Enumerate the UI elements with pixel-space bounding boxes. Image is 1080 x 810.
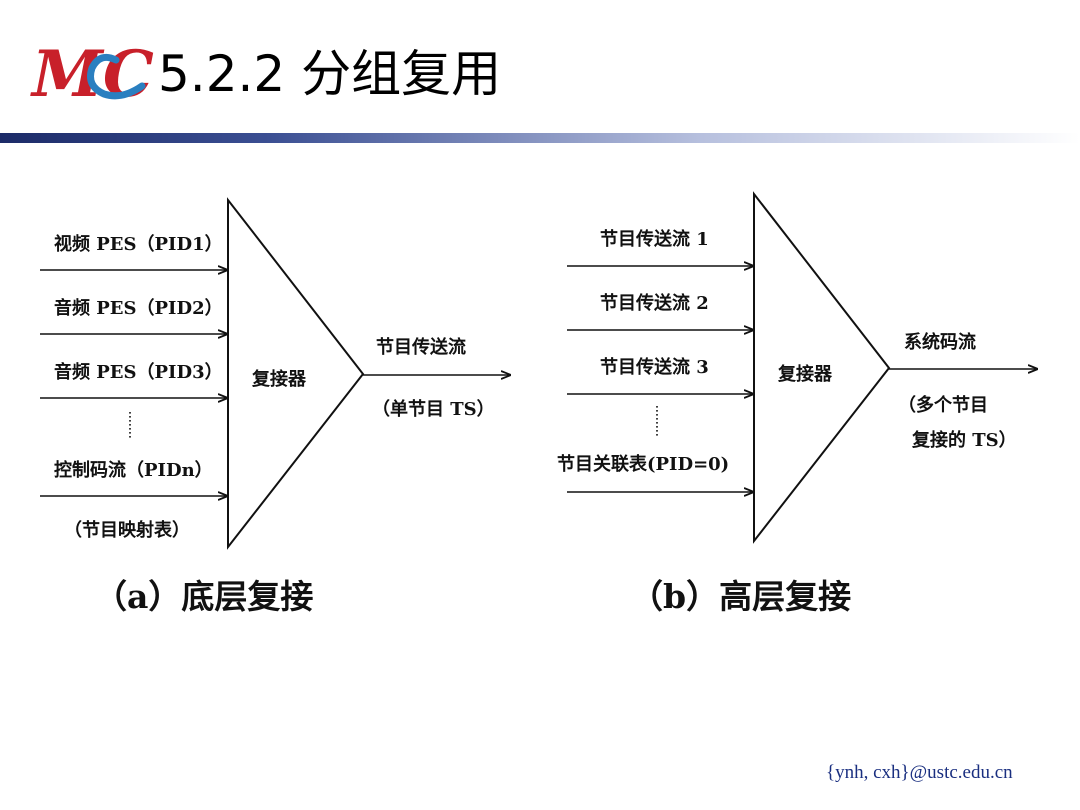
diagram-a-input-2-label: 音频 PES（PID2） — [54, 297, 223, 319]
diagram-a-input-note: （节目映射表） — [64, 519, 190, 541]
footer-contact: {ynh, cxh}@ustc.edu.cn — [826, 762, 1013, 783]
diagram-a-multiplexer-label: 复接器 — [251, 368, 307, 390]
diagram-a-output-label: 节目传送流 — [376, 336, 466, 358]
diagram-b-output-note-line-1: （多个节目 — [898, 394, 988, 416]
diagram-b-output-label: 系统码流 — [904, 331, 976, 353]
diagram-b-multiplexer-triangle — [753, 191, 891, 544]
diagram-a-output-note: （单节目 TS） — [372, 398, 495, 420]
diagram-b-input-3-label: 节目传送流 3 — [600, 356, 709, 378]
mc-logo-icon: MC — [30, 38, 154, 108]
slide-title: 5.2.2 分组复用 — [158, 45, 502, 103]
diagram-a-input-4-label: 控制码流（PIDn） — [54, 459, 213, 481]
diagram-a-multiplexer-triangle — [227, 197, 365, 550]
diagram-a-caption: （a）底层复接 — [94, 577, 313, 616]
diagram-b-multiplexer-label: 复接器 — [777, 363, 833, 385]
diagram-a-input-1-label: 视频 PES（PID1） — [54, 233, 223, 255]
diagram-b-input-4-label: 节目关联表(PID=0) — [557, 453, 729, 475]
diagram-b-input-1-label: 节目传送流 1 — [600, 228, 709, 250]
diagram-a-input-3-label: 音频 PES（PID3） — [54, 361, 223, 383]
title-gradient-bar — [0, 133, 1080, 143]
diagram-a-low-level-mux: 视频 PES（PID1） 音频 PES（PID2） 音频 PES（PID3） 控… — [40, 197, 511, 616]
diagram-b-high-level-mux: 节目传送流 1 节目传送流 2 节目传送流 3 节目关联表(PID=0) 复接器… — [557, 191, 1038, 616]
diagram-b-output-note-line-2: 复接的 TS） — [911, 429, 1017, 451]
diagram-b-input-2-label: 节目传送流 2 — [600, 292, 709, 314]
diagram-b-caption: （b）高层复接 — [630, 577, 851, 616]
logo-swoosh — [87, 53, 146, 100]
